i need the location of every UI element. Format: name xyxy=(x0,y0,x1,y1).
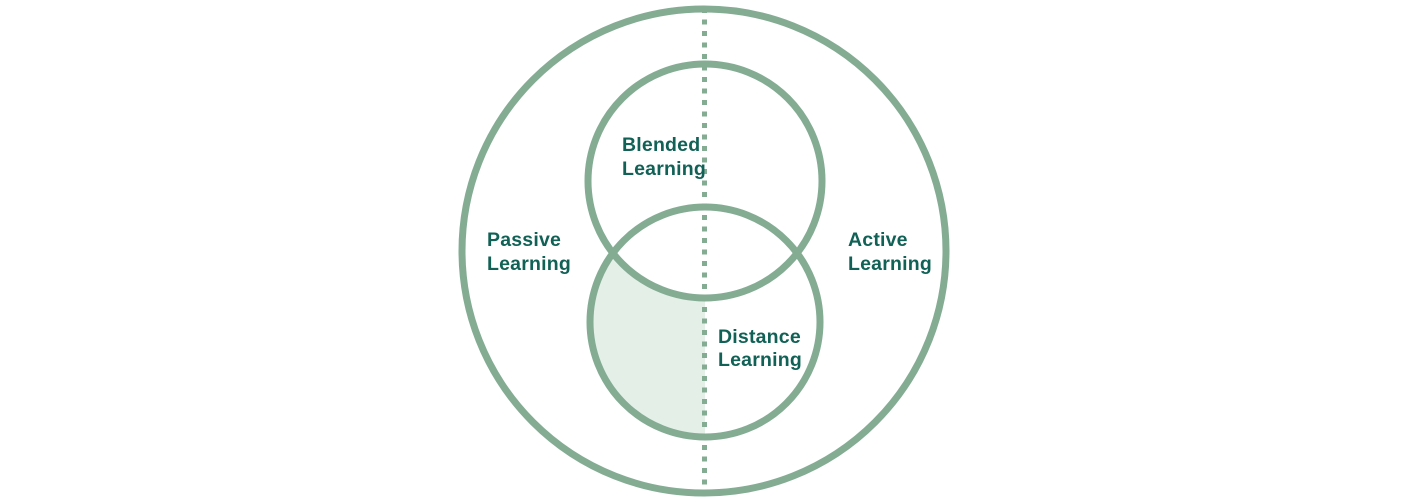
active-learning-label-line2: Learning xyxy=(848,253,932,275)
distance-learning-label: Distance Learning xyxy=(718,326,807,371)
blended-learning-label: Blended Learning xyxy=(622,134,706,180)
passive-learning-label-line1: Passive xyxy=(487,229,561,251)
distance-learning-label-line2: Learning xyxy=(718,349,802,371)
passive-learning-label: Passive Learning xyxy=(487,229,571,275)
active-learning-label: Active Learning xyxy=(848,229,932,275)
passive-learning-label-line2: Learning xyxy=(487,253,571,275)
active-learning-label-line1: Active xyxy=(848,229,908,251)
blended-learning-label-line2: Learning xyxy=(622,158,706,180)
distance-learning-label-line1: Distance xyxy=(718,326,801,348)
blended-learning-label-line1: Blended xyxy=(622,134,700,156)
